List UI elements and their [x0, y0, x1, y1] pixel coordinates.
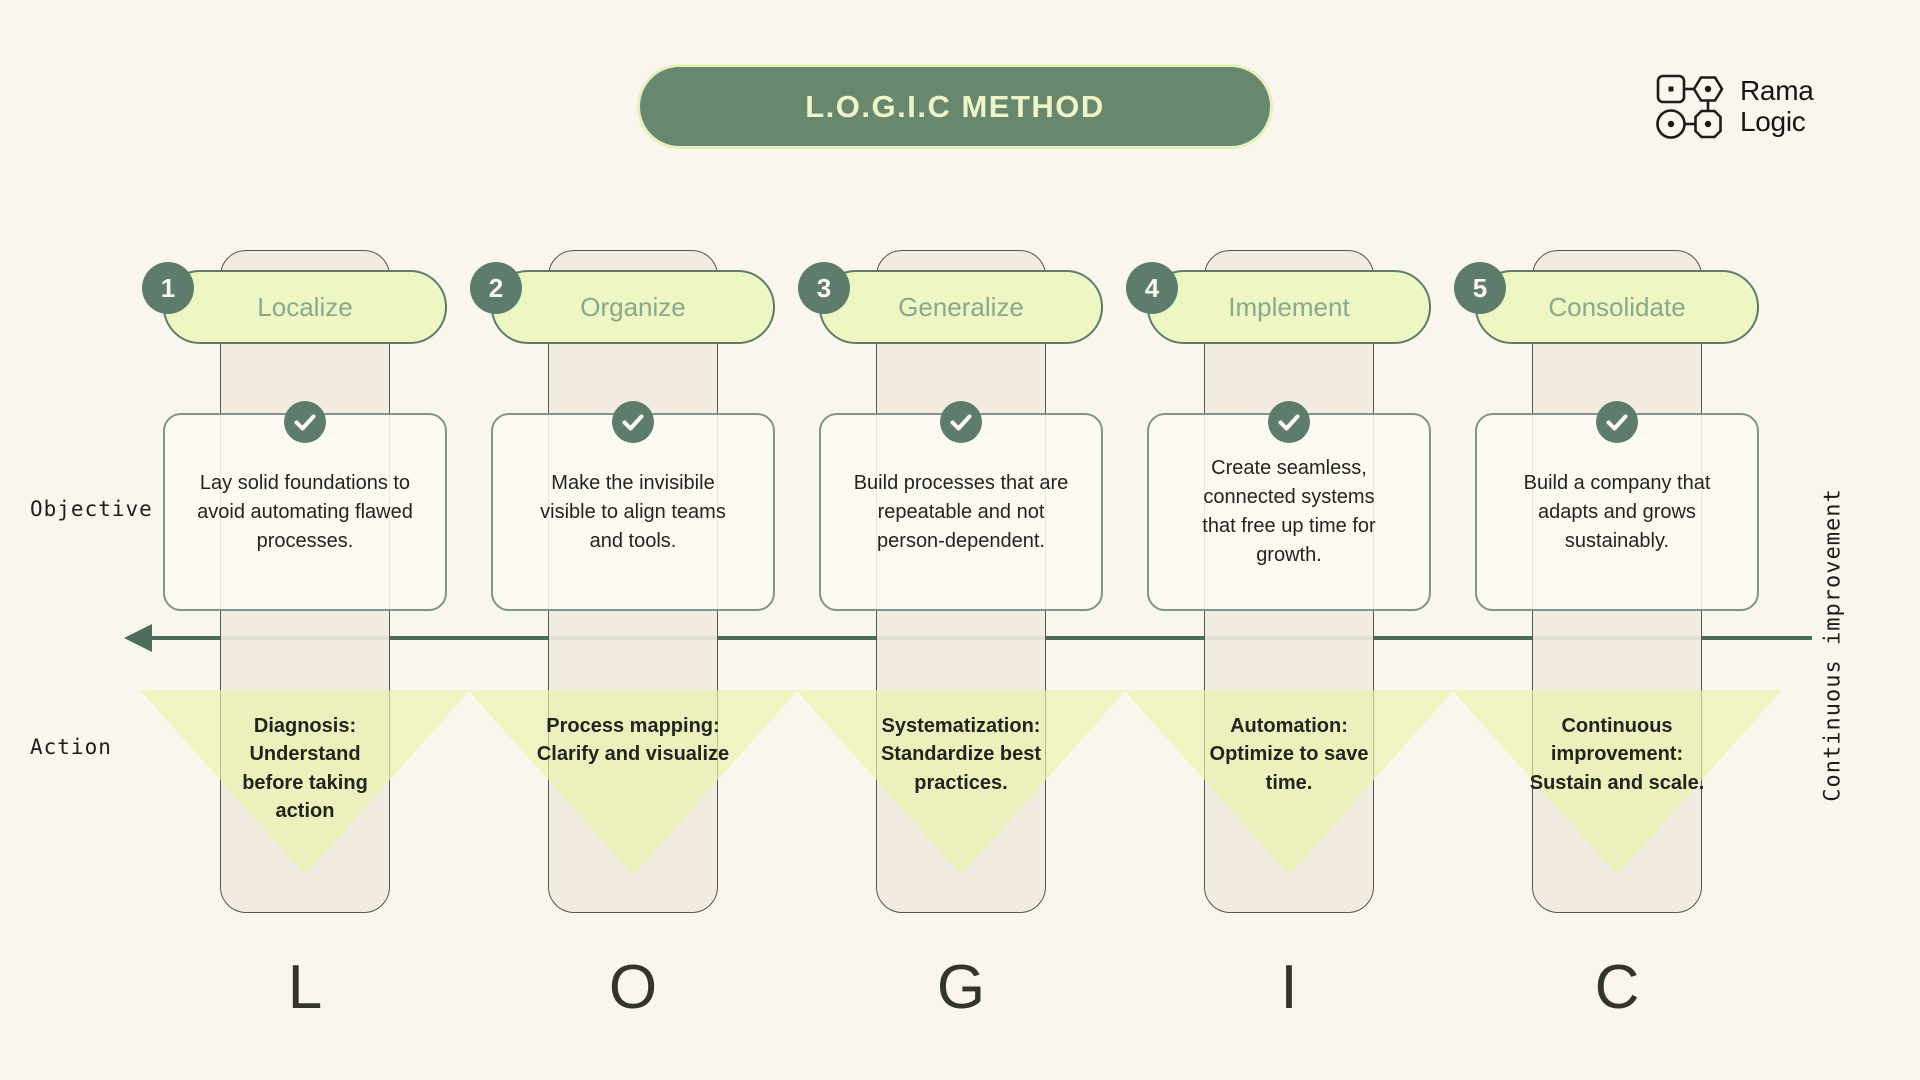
action-text: Diagnosis: Understand before taking acti…	[242, 715, 368, 823]
title-pill: L.O.G.I.C METHOD	[637, 64, 1273, 149]
objective-card: Create seamless, connected systems that …	[1147, 413, 1431, 611]
column-organize: Organize 2 Make the invisibile visible t…	[468, 0, 798, 1080]
brand-name: Rama Logic	[1740, 75, 1814, 138]
step-header: Generalize	[819, 270, 1103, 344]
objective-row-label: Objective	[30, 497, 153, 521]
objective-text: Build a company that adapts and grows su…	[1523, 471, 1711, 552]
step-name: Consolidate	[1548, 291, 1686, 322]
step-name: Localize	[257, 291, 353, 322]
objective-text: Make the invisibile visible to align tea…	[540, 471, 726, 552]
step-number-badge: 3	[798, 262, 850, 314]
objective-card: Lay solid foundations to avoid automatin…	[163, 413, 447, 611]
step-name: Generalize	[898, 291, 1024, 322]
step-header: Consolidate	[1475, 270, 1759, 344]
step-header: Implement	[1147, 270, 1431, 344]
action-text: Automation: Optimize to save time.	[1209, 715, 1369, 794]
check-icon	[612, 401, 654, 443]
continuous-improvement-label: Continuous improvement	[1820, 488, 1846, 802]
step-header: Organize	[491, 270, 775, 344]
step-name: Organize	[580, 291, 686, 322]
check-icon	[940, 401, 982, 443]
objective-text: Create seamless, connected systems that …	[1202, 457, 1376, 566]
action-text: Process mapping: Clarify and visualize	[536, 715, 730, 766]
step-number-badge: 4	[1126, 262, 1178, 314]
column-letter: L	[287, 953, 323, 1022]
check-icon	[1268, 401, 1310, 443]
objective-card: Build a company that adapts and grows su…	[1475, 413, 1759, 611]
page-title: L.O.G.I.C METHOD	[805, 88, 1105, 124]
step-name: Implement	[1228, 291, 1350, 322]
step-number-badge: 2	[470, 262, 522, 314]
action-text: Continuous improvement: Sustain and scal…	[1529, 715, 1705, 794]
column-letter: C	[1594, 953, 1640, 1022]
action-row-label: Action	[30, 735, 112, 759]
step-number-badge: 1	[142, 262, 194, 314]
column-localize: Localize 1 Lay solid foundations to avoi…	[140, 0, 470, 1080]
brand-name-line2: Logic	[1740, 106, 1806, 137]
column-consolidate: Consolidate 5 Build a company that adapt…	[1452, 0, 1782, 1080]
step-number-badge: 5	[1454, 262, 1506, 314]
column-letter: G	[936, 953, 986, 1022]
objective-text: Build processes that are repeatable and …	[853, 471, 1069, 552]
network-nodes-icon	[1655, 70, 1727, 144]
check-icon	[1596, 401, 1638, 443]
brand-name-line1: Rama	[1740, 75, 1814, 107]
objective-card: Build processes that are repeatable and …	[819, 413, 1103, 611]
step-header: Localize	[163, 270, 447, 344]
brand-logo: Rama Logic	[1655, 70, 1814, 144]
column-letter: I	[1280, 953, 1298, 1022]
column-implement: Implement 4 Create seamless, connected s…	[1124, 0, 1454, 1080]
action-text: Systematization: Standardize best practi…	[880, 715, 1042, 794]
objective-card: Make the invisibile visible to align tea…	[491, 413, 775, 611]
column-generalize: Generalize 3 Build processes that are re…	[796, 0, 1126, 1080]
objective-text: Lay solid foundations to avoid automatin…	[197, 471, 413, 552]
check-icon	[284, 401, 326, 443]
column-letter: O	[608, 953, 658, 1022]
left-arrowhead-icon	[124, 624, 152, 652]
